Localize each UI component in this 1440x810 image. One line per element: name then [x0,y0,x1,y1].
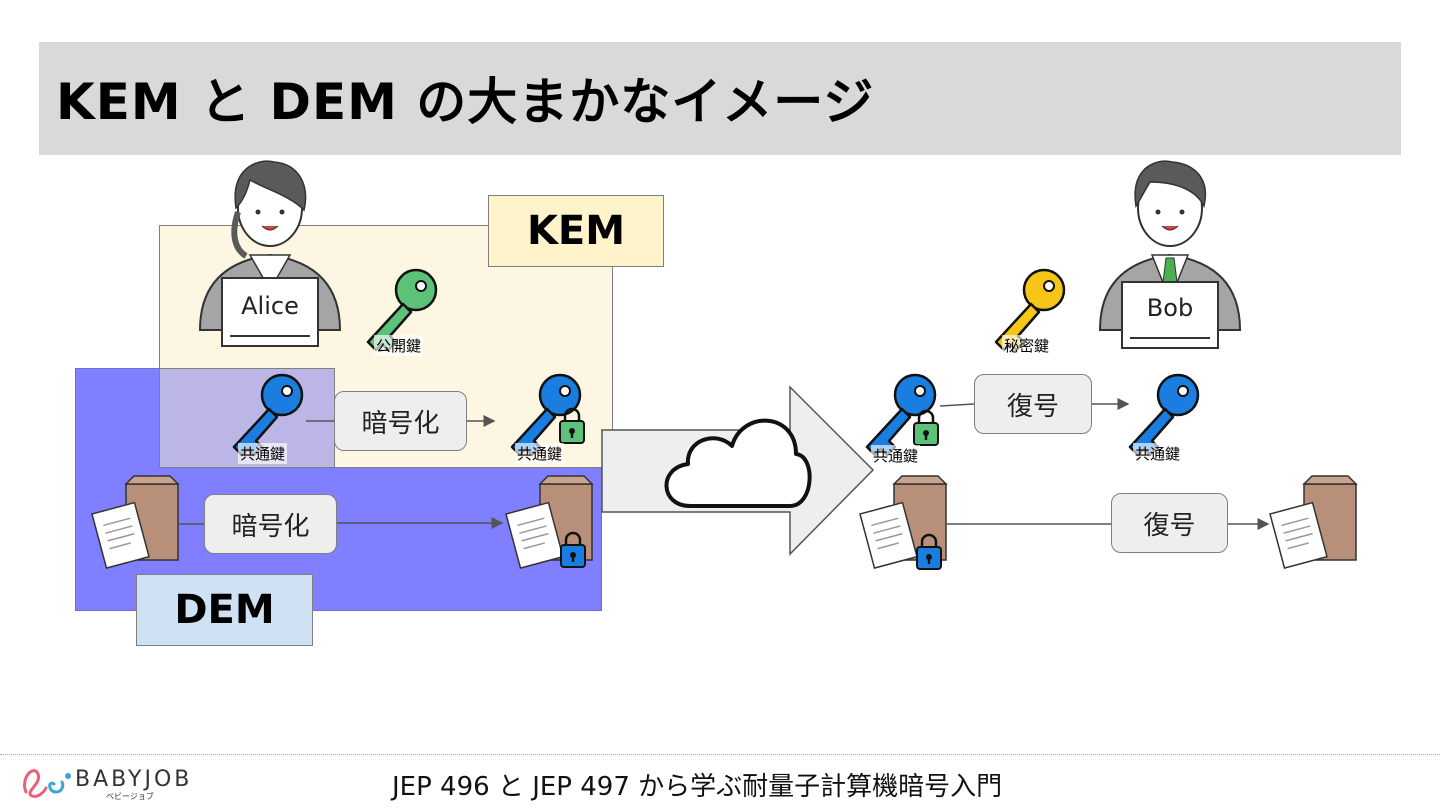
footer [0,754,1440,810]
alice-name: Alice [241,292,299,320]
public-key-caption: 公開鍵 [374,335,424,356]
lock-icon-green-2 [912,409,940,447]
babyjob-logo-icon [23,769,71,798]
bob-name: Bob [1146,294,1194,322]
shared-key-caption-3: 共通鍵 [871,445,921,466]
document-icon-decrypted [1269,475,1357,569]
cloud-icon [664,418,812,508]
footer-title: JEP 496 と JEP 497 から学ぶ耐量子計算機暗号入門 [392,772,1003,802]
dem-label: DEM [136,574,313,646]
decrypt-step-kem: 復号 [974,374,1092,434]
slide-title: KEM と DEM の大まかなイメージ [56,73,875,131]
title-bar [39,42,1401,155]
shared-key-caption-1: 共通鍵 [238,443,288,464]
decrypt-step-dem: 復号 [1111,493,1228,553]
connector-lines [178,398,1270,530]
private-key-caption: 秘密鍵 [1002,335,1052,356]
kem-label: KEM [488,195,664,267]
bob-avatar [1098,160,1242,349]
shared-key-caption-4: 共通鍵 [1133,443,1183,464]
encrypt-step-dem: 暗号化 [204,494,337,554]
diagram-canvas [91,160,1357,571]
document-icon-plain [91,475,179,569]
alice-avatar [198,160,342,347]
shared-key-caption-2: 共通鍵 [515,443,565,464]
footer-logo: BABYJOB [75,767,193,792]
encrypt-step-kem: 暗号化 [334,391,467,451]
footer-logo-sub: ベビージョブ [106,792,154,801]
